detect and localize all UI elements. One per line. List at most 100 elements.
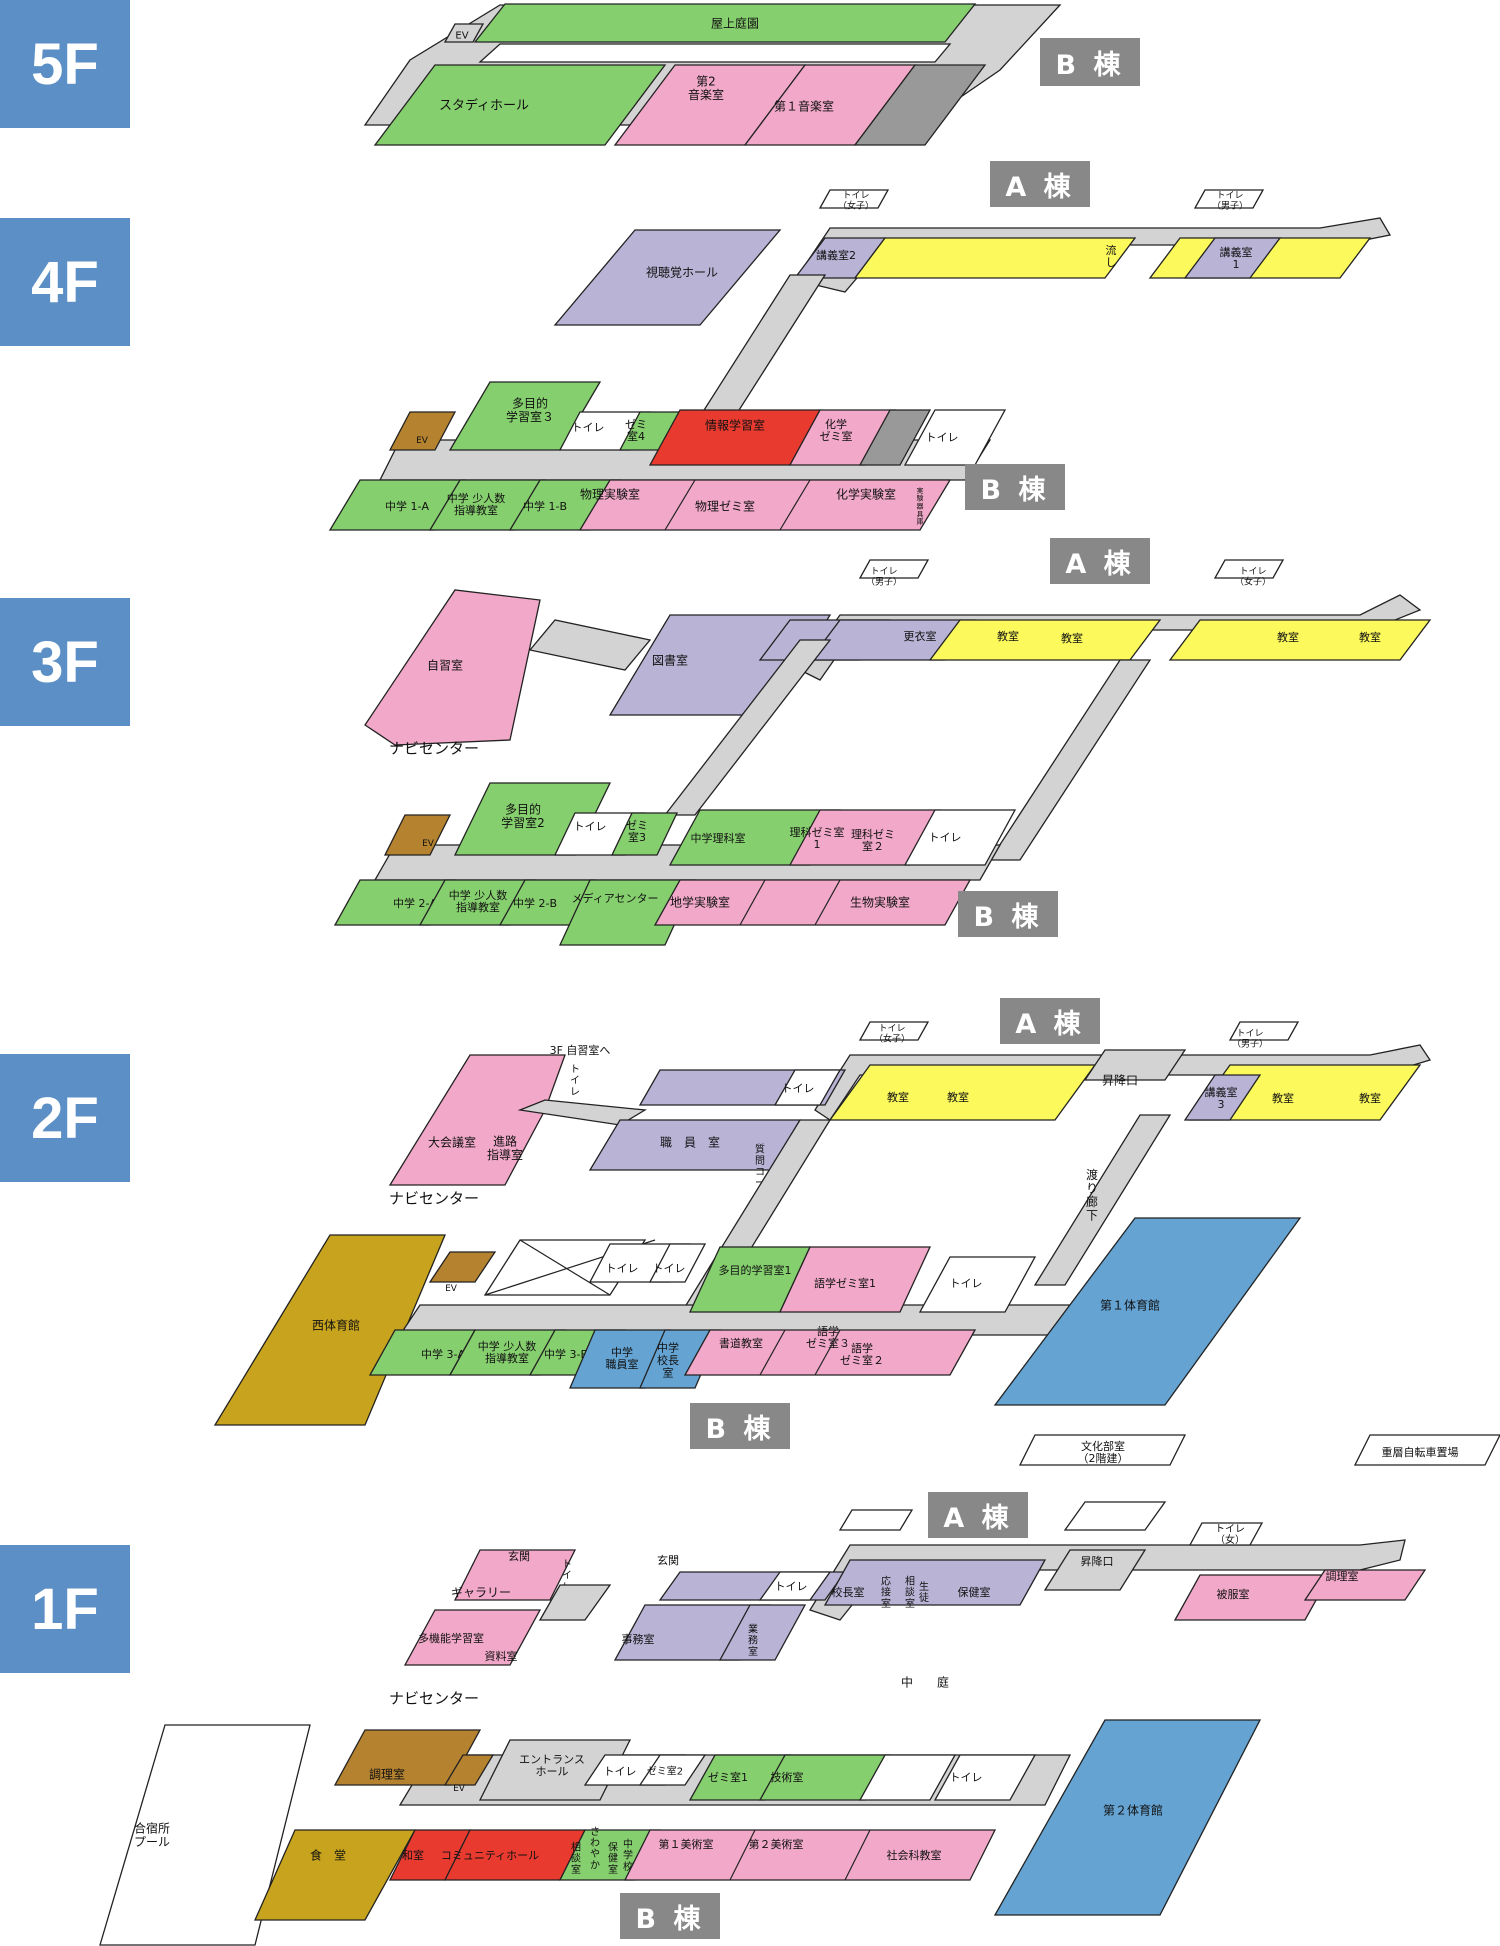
3f-seminar3-label: ゼミ室3 (626, 819, 648, 844)
1f-counsel-label: 相談室 (905, 1574, 915, 1609)
5f-ev (443, 23, 485, 43)
2f-stairs (1083, 1049, 1187, 1081)
2f-ms3b-label: 中学 3-B (544, 1347, 588, 1361)
5f-storage (853, 64, 987, 146)
2f-bicycle-label: 重層自転車置場 (1382, 1445, 1459, 1459)
1f-navi-label: ナビセンター (389, 1689, 479, 1707)
1f-stairs-label: 昇降口 (1081, 1554, 1114, 1568)
2f-ms-staff-label: 中学職員室 (606, 1345, 639, 1371)
4f-div-b (779, 479, 811, 531)
5f-study-hall-label: スタディホール (439, 98, 529, 114)
2f-stairs-label: 昇降口 (1102, 1073, 1138, 1087)
3f-ms-science-label: 中学理科室 (691, 831, 746, 845)
3f-seminar3 (610, 812, 679, 856)
1f-pool (99, 1724, 311, 1946)
2f-ev-label: EV (445, 1284, 458, 1294)
floor-badge-3f[interactable]: 3F (0, 598, 130, 726)
3f-pink-b (653, 879, 972, 926)
1f-reception-label: 応接室 (881, 1574, 891, 1609)
2f-ev (428, 1251, 497, 1283)
2f-toilet-v-label: トイレ (570, 1064, 580, 1097)
1f-health-label: 保健室 (958, 1585, 991, 1599)
3f-toilet2 (903, 809, 1017, 866)
2f-corridor-conf (517, 1099, 648, 1126)
3f-bio-lab-label: 生物実験室 (850, 894, 910, 909)
wing-label-a-1f: A 棟 (928, 1492, 1028, 1538)
2f-west-gym (213, 1234, 446, 1426)
3f-multi2-label: 多目的学習室2 (501, 802, 545, 830)
1f-lav-a (823, 1559, 1047, 1606)
1f-div-b (844, 1829, 871, 1881)
4f-multi3 (448, 381, 602, 451)
3f-ev-label: EV (422, 839, 435, 849)
3f-self-study (364, 589, 541, 746)
2f-toilet-m-label: トイレ（男子） (1232, 1029, 1268, 1049)
1f-seminar2-label: ゼミ室2 (647, 1765, 683, 1778)
2f-toilet-b2 (648, 1243, 707, 1283)
3f-corridor-lib (528, 619, 652, 671)
2f-bridge (1033, 1114, 1172, 1286)
2f-toilet-f (858, 1021, 930, 1041)
1f-toilet-b-label: トイレ (604, 1765, 637, 1778)
floor-badge-1f[interactable]: 1F (0, 1545, 130, 1673)
2f-class-a2-label: 教室 (947, 1090, 969, 1104)
3f-corridor-right (988, 659, 1152, 861)
1f-toilet (758, 1571, 832, 1601)
1f-gym2 (993, 1719, 1262, 1916)
1f-principal-label: 校長室 (832, 1585, 865, 1599)
2f-toilet2-label: トイレ (950, 1277, 983, 1290)
5f-study-hall (373, 64, 667, 146)
3f-yellow-b (1168, 619, 1432, 661)
3f-div-a (739, 879, 766, 926)
1f-seminar1-label: ゼミ室1 (708, 1770, 748, 1784)
4f-phys-lab-label: 物理実験室 (580, 486, 640, 501)
2f-class-a1-label: 教室 (887, 1090, 909, 1104)
4f-yellow-a (853, 237, 1137, 279)
2f-gym1 (993, 1217, 1302, 1406)
floor-badge-5f[interactable]: 5F (0, 0, 130, 128)
1f-cooking-label: 調理室 (1326, 1569, 1359, 1583)
4f-div-a (664, 479, 696, 531)
3f-locker-label: 更衣室 (904, 629, 937, 643)
1f-cooking (1303, 1569, 1427, 1601)
4f-lecture2-label: 講義室2 (816, 248, 856, 262)
4f-toilet-label: トイレ (572, 421, 605, 434)
2f-toilet-label: トイレ (782, 1082, 815, 1095)
1f-multi-func (403, 1609, 542, 1666)
2f-div-a (759, 1329, 786, 1376)
wing-label-a-3f: A 棟 (1050, 538, 1150, 584)
4f-seminar4-label: ゼミ室4 (625, 418, 647, 443)
2f-lang-seminar1-label: 語学ゼミ室1 (814, 1276, 876, 1290)
1f-tech-label: 技術室 (771, 1770, 804, 1784)
3f-toilet-f (1213, 559, 1285, 579)
2f-ms3a-label: 中学 3-A (421, 1347, 465, 1361)
floor-badge-2f[interactable]: 2F (0, 1054, 130, 1182)
1f-stairs-top (1063, 1501, 1167, 1531)
2f-west-gym-label: 西体育館 (312, 1317, 360, 1332)
4f-gray (858, 409, 932, 466)
2f-toilet-m (1228, 1021, 1300, 1041)
2f-toilet-f-label: トイレ（女子） (874, 1024, 910, 1044)
1f-toilet2 (933, 1754, 1037, 1801)
1f-stairs (1043, 1549, 1147, 1591)
wing-label-b-5f: B 棟 (1040, 38, 1140, 86)
2f-gym1-label: 第１体育館 (1100, 1297, 1160, 1312)
3f-yellow-a (928, 619, 1162, 661)
1f-cooking2-label: 調理室 (369, 1766, 405, 1781)
4f-toilet-f-label: トイレ（女子） (838, 191, 874, 211)
1f-div-a (729, 1829, 756, 1881)
2f-toilet2 (918, 1256, 1037, 1313)
4f-toilet-m (1193, 189, 1265, 209)
floor-badge-4f[interactable]: 4F (0, 218, 130, 346)
1f-sawayaka-label: さわやか (590, 1826, 600, 1872)
3f-class-a2-label: 教室 (1061, 631, 1083, 645)
4f-small-group-label: 中学 少人数指導教室 (447, 491, 506, 517)
2f-culture-club-label: 文化部室（2階建） (1078, 1439, 1129, 1465)
4f-lecture1 (1183, 237, 1282, 279)
1f-art2-label: 第２美術室 (749, 1837, 804, 1851)
2f-conference (388, 1054, 566, 1186)
3f-toilet-m-label: トイレ（男子） (866, 567, 902, 587)
1f-health2-label: 保健室 (608, 1840, 618, 1875)
2f-calligraphy-label: 書道教室 (719, 1336, 763, 1350)
